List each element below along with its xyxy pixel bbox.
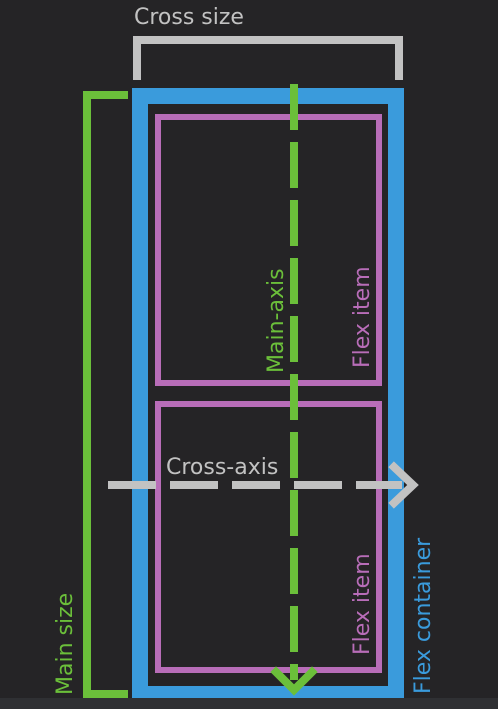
cross-size-bracket: [133, 36, 403, 80]
main-axis-label: Main-axis: [264, 268, 289, 373]
flex-item-top-label: Flex item: [350, 266, 375, 368]
main-axis-arrowhead: [270, 666, 318, 696]
main-size-label: Main size: [53, 593, 78, 695]
cross-axis-label: Cross-axis: [166, 455, 278, 480]
main-size-bracket: [83, 91, 128, 698]
cross-size-label: Cross size: [134, 5, 244, 30]
flex-item-bottom: [155, 401, 382, 673]
flex-container: [132, 88, 404, 702]
bottom-bar: [0, 698, 498, 709]
flex-item-bottom-label: Flex item: [350, 553, 375, 655]
flex-item-top: [155, 114, 382, 386]
flex-container-label: Flex container: [411, 537, 436, 694]
cross-axis-arrowhead: [388, 461, 419, 509]
